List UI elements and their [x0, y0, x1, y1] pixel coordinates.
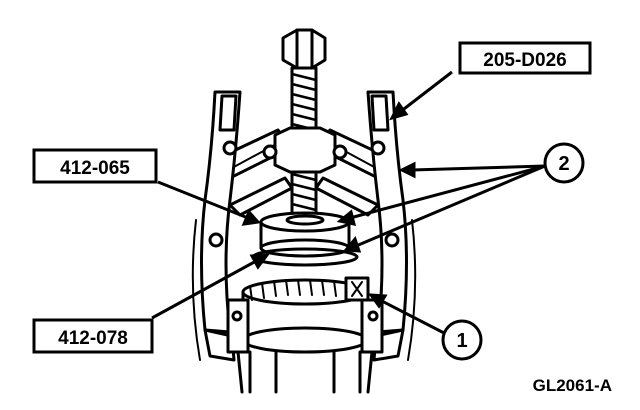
label-412-065-text: 412-065 [60, 158, 130, 179]
label-412-065: 412-065 [32, 148, 158, 184]
hex-nut [281, 28, 327, 70]
callout-1: 1 [441, 319, 483, 361]
callout-1-text: 1 [456, 330, 467, 352]
label-412-078: 412-078 [32, 318, 154, 354]
label-412-078-text: 412-078 [58, 328, 128, 349]
callout-2-text: 2 [558, 153, 569, 175]
puller-drawing [191, 28, 417, 394]
callout-2: 2 [543, 142, 585, 184]
right-jaw [366, 90, 408, 362]
label-205-d026-text: 205-D026 [483, 50, 566, 71]
label-205-d026: 205-D026 [458, 41, 592, 75]
figure-code: GL2061-A [533, 376, 612, 395]
gear-assembly [226, 276, 384, 394]
leader-lines [151, 70, 546, 336]
